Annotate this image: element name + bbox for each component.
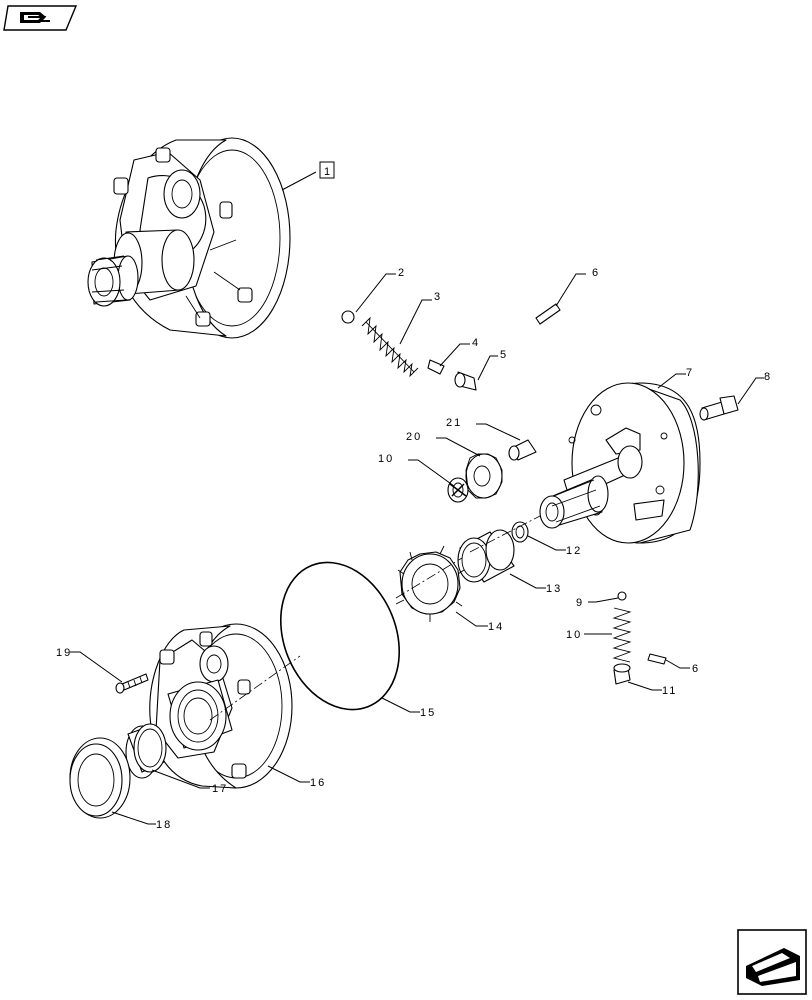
callout-13: 13 [546, 583, 562, 595]
callout-16: 16 [310, 777, 326, 789]
callout-1: 1 [324, 166, 332, 178]
callout-10-lower: 10 [566, 629, 582, 641]
seal-18 [69, 737, 131, 819]
small-parts-top [341, 303, 561, 391]
callout-17: 17 [212, 783, 228, 795]
pump-assembly-1 [87, 137, 291, 339]
pump-cover-7 [539, 382, 701, 544]
ball-9 [617, 591, 627, 601]
callout-11: 11 [662, 685, 677, 697]
callout-9: 9 [576, 597, 584, 609]
spring-10b [612, 607, 632, 663]
pin-6-top [535, 303, 561, 325]
fitting-8 [699, 395, 739, 421]
callout-8: 8 [764, 371, 772, 383]
callout-6-top: 6 [592, 267, 600, 279]
ball-2 [341, 310, 355, 324]
callout-4: 4 [472, 337, 480, 349]
assembly-centerline [209, 515, 541, 721]
callout-18: 18 [156, 819, 172, 831]
screw-19 [115, 673, 149, 694]
ring-17 [125, 723, 167, 779]
callout-7: 7 [686, 367, 694, 379]
previous-page-icon [20, 12, 50, 23]
gear-parts [447, 439, 537, 503]
next-page-button[interactable] [737, 929, 807, 995]
callout-19: 19 [56, 647, 72, 659]
callout-20: 20 [406, 431, 422, 443]
leader-lines [70, 171, 764, 825]
o-ring-15 [279, 561, 401, 711]
callout-10-top: 10 [378, 453, 394, 465]
valve-parts-right [612, 591, 667, 685]
callout-15: 15 [420, 707, 436, 719]
ring-13 [457, 529, 515, 583]
callout-12: 12 [566, 545, 582, 557]
callout-2: 2 [398, 267, 406, 279]
next-page-icon [746, 948, 800, 986]
callout-5: 5 [500, 349, 508, 361]
pump-body-16 [149, 623, 293, 789]
pin-4 [427, 359, 445, 375]
ring-parts [395, 521, 529, 622]
bearing-10 [447, 477, 469, 503]
callout-14: 14 [488, 621, 504, 633]
callout-6-lower: 6 [692, 663, 700, 675]
gear-14 [395, 545, 465, 622]
pin-6-lower [647, 653, 667, 665]
previous-page-button[interactable] [3, 5, 78, 31]
callout-1-box [319, 161, 335, 179]
callout-3: 3 [434, 291, 442, 303]
ring-12 [511, 521, 529, 543]
gear-20 [465, 453, 503, 499]
spring-3 [361, 316, 419, 378]
callout-21: 21 [446, 417, 462, 429]
